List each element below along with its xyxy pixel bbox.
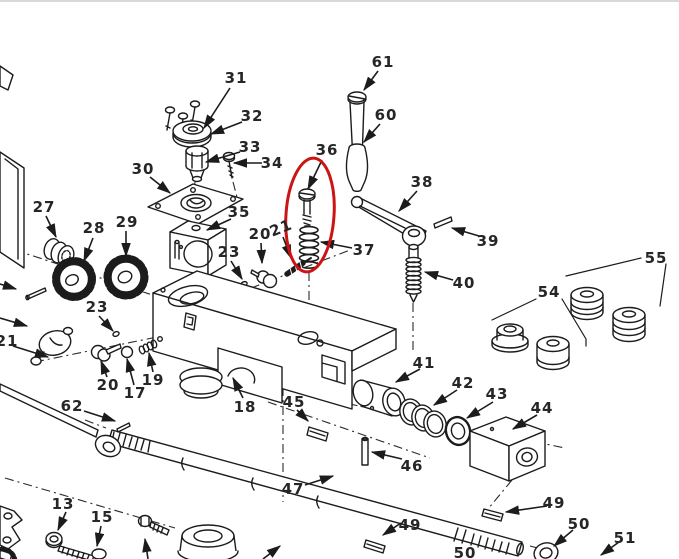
part-label-28: 28 [82, 219, 106, 237]
fitting-20-lower-part [90, 343, 122, 362]
part-label-33: 33 [238, 138, 262, 156]
part-label-40: 40 [452, 274, 476, 292]
cone-60-part [345, 143, 369, 193]
washer-50-part [533, 542, 559, 559]
key-49-mid-part [363, 539, 386, 554]
pin-39-part [433, 216, 453, 229]
top-border [0, 0, 679, 2]
key-49-right-part [481, 508, 504, 522]
part-label-20-upper: 20 [248, 225, 272, 243]
part-label-23-upper: 23 [217, 243, 241, 261]
hex-bolt-part [137, 514, 170, 536]
part-label-43: 43 [485, 385, 509, 403]
washer-43-part [444, 415, 472, 447]
cube-44-part [469, 416, 546, 482]
rod-62-part [0, 383, 122, 458]
rod-40-part [405, 243, 422, 303]
part-label-50-right: 50 [567, 515, 591, 533]
wave-washers-42-part [399, 398, 447, 438]
part-label-34: 34 [260, 154, 284, 172]
part-label-60: 60 [374, 106, 398, 124]
bracket-lines [491, 257, 667, 347]
part-label-19: 19 [141, 371, 165, 389]
part-label-36: 36 [315, 141, 339, 159]
part-label-17: 17 [123, 384, 147, 402]
screw-36-part [298, 188, 316, 227]
part-label-31: 31 [224, 69, 248, 87]
hex-bushing-33-part [185, 145, 209, 183]
part-label-51: 51 [613, 529, 637, 547]
gear-29-part [103, 254, 149, 300]
threaded-rod-15-part [57, 545, 107, 559]
part-label-37: 37 [352, 241, 376, 259]
pin-46-part [361, 436, 369, 466]
pin-62-target-part [116, 422, 131, 433]
gear-shaft-pin-part [25, 287, 47, 301]
part-label-49-right: 49 [542, 494, 566, 512]
left-plate-part [0, 65, 25, 269]
part-label-54: 54 [537, 283, 561, 301]
part-label-30: 30 [131, 160, 155, 178]
lever-38-part [350, 195, 427, 247]
leader-arrows [0, 70, 620, 559]
part-label-13: 13 [51, 495, 75, 513]
part-label-62: 62 [60, 397, 84, 415]
shaft-47-part [107, 429, 524, 557]
key-45-part [306, 426, 329, 442]
part-label-46: 46 [400, 457, 424, 475]
plate-30-part [147, 183, 244, 225]
part-label-45: 45 [282, 393, 306, 411]
part-label-23-lower: 23 [85, 298, 109, 316]
part-label-49-mid: 49 [398, 516, 422, 534]
flanged-bushing-part [177, 524, 239, 559]
pulleys-55-part [570, 286, 646, 343]
part-label-35: 35 [227, 203, 251, 221]
part-label-20-lower: 20 [96, 376, 120, 394]
housing-18-part [152, 270, 397, 410]
knobs-54-part [491, 323, 570, 371]
part-label-27: 27 [32, 198, 56, 216]
nut-13-part [45, 531, 63, 549]
part-label-39: 39 [476, 232, 500, 250]
part-label-55: 55 [644, 249, 668, 267]
part-label-47: 47 [281, 480, 305, 498]
part-label-29: 29 [115, 213, 139, 231]
gear-28-part [52, 257, 96, 301]
part-label-38: 38 [410, 173, 434, 191]
cube-35-part [169, 220, 227, 277]
flange-32-part [172, 120, 212, 148]
part-label-50-mid: 50 [453, 544, 477, 559]
spring-37-part [298, 225, 320, 269]
part-label-61: 61 [371, 53, 395, 71]
part-label-44: 44 [530, 399, 554, 417]
part-label-18: 18 [233, 398, 257, 416]
knob-21-part [30, 326, 74, 366]
ball-17-part [120, 345, 134, 359]
part-label-42: 42 [451, 374, 475, 392]
part-label-21-left: 21 [0, 332, 19, 350]
part-label-32: 32 [240, 107, 264, 125]
gear-segment-part [0, 546, 18, 559]
highlight-ellipse [284, 156, 336, 274]
pin-23-lower-part [112, 330, 120, 338]
part-label-15: 15 [90, 508, 114, 526]
stud-21-upper-part [284, 257, 312, 277]
fitting-20-upper-part [250, 269, 278, 289]
part-label-41: 41 [412, 354, 436, 372]
